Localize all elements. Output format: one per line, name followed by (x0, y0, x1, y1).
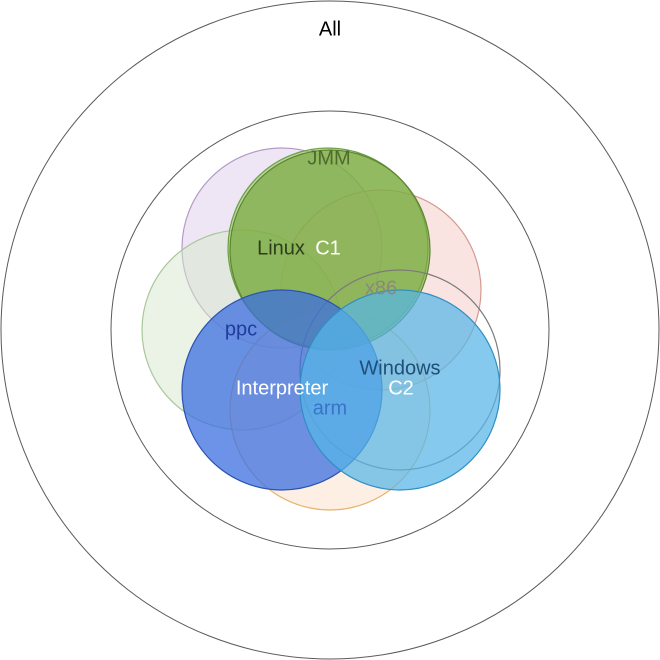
ppc-label: ppc (225, 318, 257, 340)
windows-label: Windows (359, 357, 440, 379)
linux-label: Linux (257, 237, 305, 259)
all-label: All (319, 18, 341, 40)
x86-label: x86 (365, 277, 397, 299)
arm-label: arm (313, 397, 347, 419)
c2-set-circle (299, 289, 501, 491)
c2-label: C2 (388, 377, 414, 399)
c1-label: C1 (315, 237, 341, 259)
interpreter-label: Interpreter (236, 377, 329, 399)
jmm-label: JMM (307, 147, 350, 169)
